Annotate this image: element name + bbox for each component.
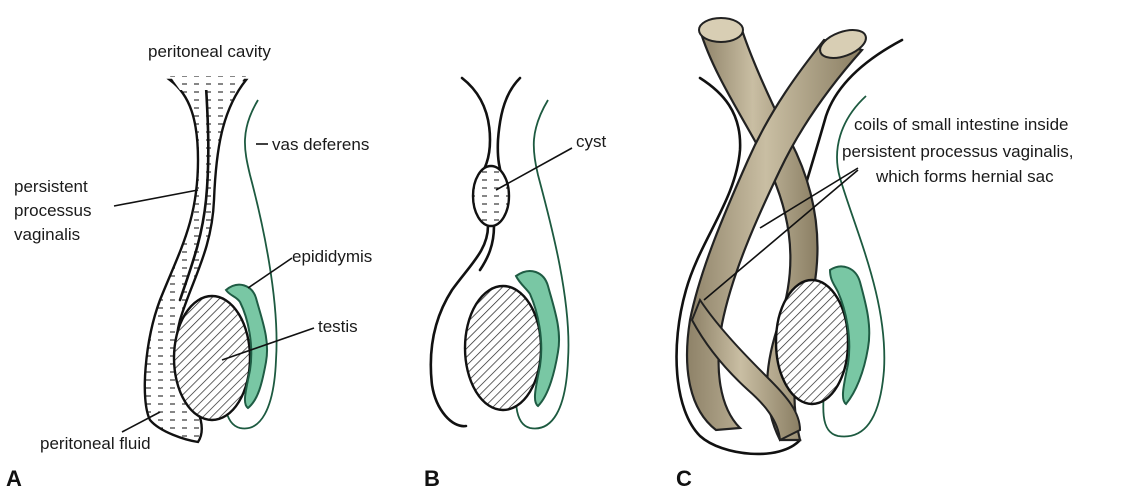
label-persistent-processus-2: processus [14,201,91,220]
testis-b [465,286,541,410]
label-testis: testis [318,317,358,336]
intestine-end-1 [699,18,743,42]
testis-a [174,296,250,420]
panel-c: coils of small intestine inside persiste… [676,18,1074,491]
processus-right-b [498,78,520,176]
label-persistent-processus-3: vaginalis [14,225,80,244]
testis-c [776,280,848,404]
panel-a: peritoneal cavity vas deferens persisten… [6,42,372,491]
panel-letter-a: A [6,466,22,491]
label-vas-deferens: vas deferens [272,135,369,154]
leader-processus-a [114,190,198,206]
label-peritoneal-fluid: peritoneal fluid [40,434,151,453]
label-persistent-processus-1: persistent [14,177,88,196]
label-peritoneal-cavity: peritoneal cavity [148,42,271,61]
peritoneal-fluid-top [170,76,246,90]
label-hernia-1: coils of small intestine inside [854,115,1068,134]
processus-left-b [462,78,490,176]
cyst [473,166,509,226]
label-cyst: cyst [576,132,607,151]
panel-letter-c: C [676,466,692,491]
label-hernia-3: which forms hernial sac [875,167,1054,186]
panel-b: cyst B [424,78,607,491]
label-epididymis: epididymis [292,247,372,266]
label-hernia-2: persistent processus vaginalis, [842,142,1074,161]
panel-letter-b: B [424,466,440,491]
